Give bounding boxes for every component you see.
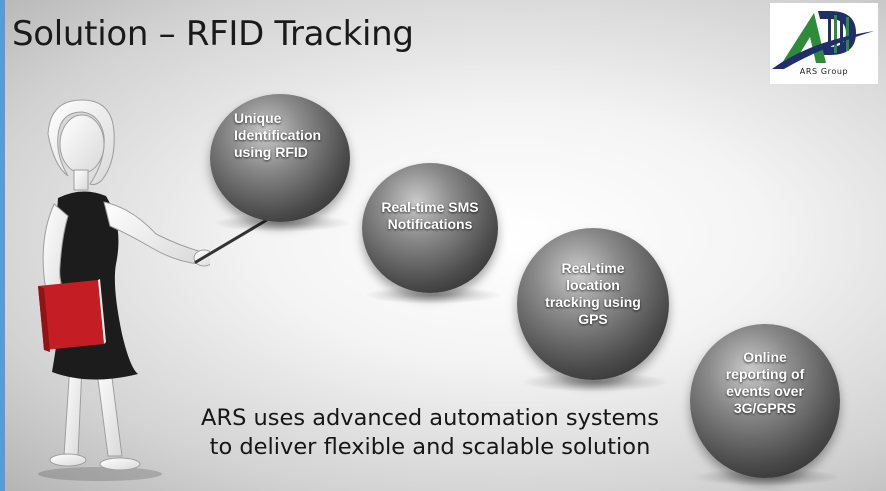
ball-shadow [520, 372, 670, 392]
caption-line: to deliver flexible and scalable solutio… [209, 434, 651, 460]
ball-shadow [364, 286, 502, 304]
feature-line: Notifications [387, 216, 473, 232]
feature-line: Identification [234, 127, 322, 143]
feature-line: GPS [578, 311, 608, 327]
feature-line: Unique [234, 110, 282, 126]
feature-label-gps: Real-time location tracking using GPS [517, 260, 669, 328]
feature-line: reporting of [725, 366, 805, 382]
slide-accent-stripe [0, 0, 5, 491]
feature-label-reporting: Online reporting of events over 3G/GPRS [690, 349, 840, 417]
slide-title: Solution – RFID Tracking [12, 14, 414, 54]
feature-line: Real-time [561, 260, 625, 276]
feature-line: tracking using [545, 294, 641, 310]
slide-caption: ARS uses advanced automation systems to … [180, 404, 680, 462]
ars-group-logo: ARS Group [770, 3, 878, 84]
feature-ball-sms [362, 163, 498, 293]
feature-ball-gps [517, 228, 669, 380]
ars-logo-icon [772, 11, 874, 69]
feature-line: Real-time SMS [381, 199, 479, 215]
ball-shadow [212, 214, 352, 232]
feature-label-sms: Real-time SMS Notifications [362, 199, 498, 233]
feature-line: Online [743, 349, 787, 365]
feature-line: events over [726, 383, 804, 399]
feature-line: using RFID [234, 144, 308, 160]
caption-line: ARS uses advanced automation systems [201, 405, 659, 431]
feature-ball-rfid [210, 94, 350, 222]
feature-line: location [566, 277, 620, 293]
feature-ball-reporting [690, 324, 840, 478]
feature-label-rfid: Unique Identification using RFID [234, 110, 321, 161]
presenter-figure-icon [38, 99, 210, 481]
logo-text: ARS Group [799, 67, 849, 76]
feature-line: 3G/GPRS [733, 400, 797, 416]
